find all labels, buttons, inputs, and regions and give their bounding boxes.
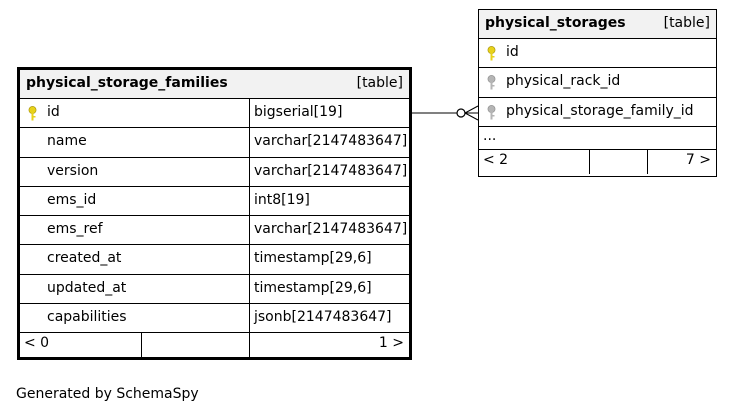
column-row: capabilities jsonb[2147483647] [20, 304, 409, 334]
children-count: 1 > [378, 335, 404, 352]
column-row: ems_id int8[19] [20, 186, 409, 217]
column-type: int8[19] [254, 191, 310, 208]
column-type: bigserial[19] [254, 104, 343, 120]
table-tag: [table] [356, 75, 403, 91]
column-row: created_at timestamp[29,6] [20, 245, 409, 275]
children-count: 7 > [685, 151, 711, 168]
column-name: ems_ref [47, 221, 103, 238]
primary-key-icon [487, 46, 496, 62]
column-type: timestamp[29,6] [254, 250, 372, 267]
table-tag: [table] [663, 15, 710, 31]
table-header: physical_storages [table] [479, 10, 716, 39]
table-title: physical_storages [485, 15, 626, 31]
crows-foot-marker [464, 105, 479, 114]
primary-key-icon [28, 106, 37, 122]
column-row: name varchar[2147483647] [20, 128, 409, 158]
foreign-key-icon [487, 75, 496, 91]
column-name: name [47, 133, 87, 150]
column-name: id [506, 44, 519, 60]
table-physical-storage-families[interactable]: physical_storage_families [table] id bigs… [17, 67, 412, 360]
parents-count: < 2 [483, 151, 509, 168]
column-type: jsonb[2147483647] [254, 309, 392, 326]
table-footer: < 0 1 > [20, 333, 409, 358]
column-row: updated_at timestamp[29,6] [20, 274, 409, 305]
more-columns: ... [479, 127, 716, 150]
column-type: timestamp[29,6] [254, 279, 372, 296]
parents-count: < 0 [24, 335, 50, 352]
column-name: version [47, 162, 99, 179]
column-type: varchar[2147483647] [254, 162, 408, 179]
column-name: physical_storage_family_id [506, 102, 694, 119]
zero-optional-marker [456, 108, 466, 118]
column-type: varchar[2147483647] [254, 221, 408, 238]
generated-by-label: Generated by SchemaSpy [16, 386, 199, 402]
foreign-key-icon [487, 104, 496, 121]
column-row: physical_rack_id [479, 68, 716, 98]
column-row: physical_storage_family_id [479, 98, 716, 127]
table-physical-storages[interactable]: physical_storages [table] id physical_rac… [478, 9, 717, 177]
column-name: updated_at [47, 279, 127, 296]
column-row: version varchar[2147483647] [20, 157, 409, 187]
column-name: created_at [47, 250, 122, 267]
column-row: ems_ref varchar[2147483647] [20, 216, 409, 246]
column-name: physical_rack_id [506, 73, 621, 90]
column-type: varchar[2147483647] [254, 133, 408, 150]
column-row: id bigserial[19] [20, 99, 409, 129]
column-name: capabilities [47, 309, 127, 326]
column-name: id [47, 104, 60, 120]
column-name: ems_id [47, 191, 97, 208]
table-header: physical_storage_families [table] [20, 70, 409, 99]
table-title: physical_storage_families [26, 75, 228, 91]
column-row: id [479, 39, 716, 69]
table-footer: < 2 7 > [479, 149, 716, 174]
